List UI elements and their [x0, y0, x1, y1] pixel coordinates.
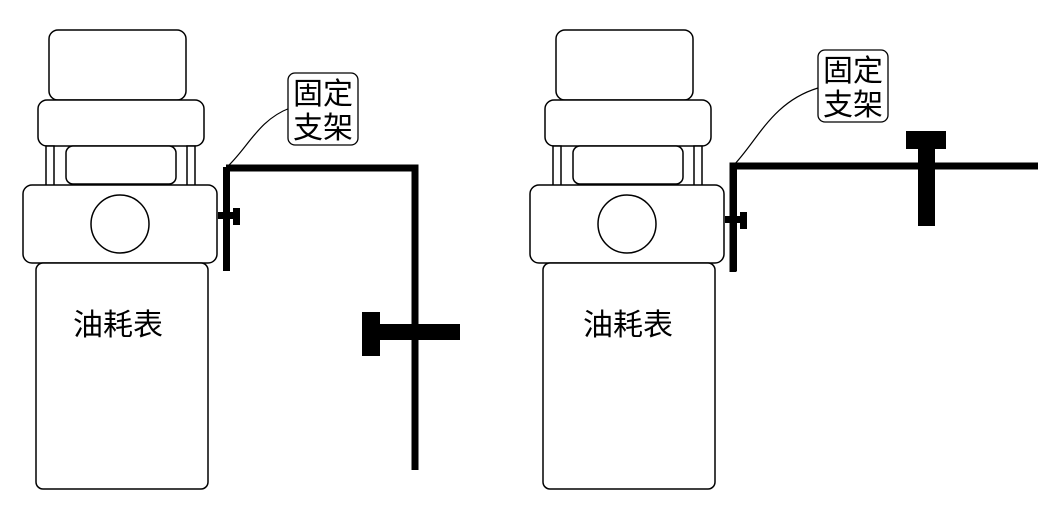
- meter-neck: [572, 145, 684, 185]
- clamp-knob: [362, 312, 380, 356]
- meter-body: [35, 262, 209, 490]
- bracket-screw-head: [233, 208, 240, 225]
- meter-neck: [65, 145, 177, 185]
- meter-label: 油耗表: [73, 308, 163, 343]
- meter-cap: [555, 29, 694, 101]
- meter-cap: [48, 29, 187, 101]
- fixed-bracket-arm: [226, 164, 419, 470]
- callout-label-line1: 固定: [293, 77, 353, 112]
- callout-leader: [225, 107, 291, 169]
- callout-box: [817, 49, 889, 123]
- meter-label: 油耗表: [583, 308, 673, 343]
- meter-collar: [544, 99, 712, 147]
- callout-label-line2: 支架: [823, 88, 883, 123]
- callout-label-line2: 支架: [293, 111, 353, 146]
- bracket-screw: [218, 212, 235, 219]
- callout-leader: [732, 87, 819, 167]
- clamp-stem: [918, 146, 935, 226]
- clamp-knob: [906, 131, 946, 149]
- meter-collar: [37, 99, 205, 147]
- bracket-screw-head: [740, 212, 747, 229]
- clamp-crossbar: [380, 324, 460, 340]
- meter-body: [542, 262, 716, 490]
- callout-box: [287, 72, 359, 146]
- diagram-right: 油耗表 固定 支架: [529, 29, 1038, 490]
- callout-label-line1: 固定: [823, 54, 883, 89]
- sight-glass-circle: [90, 194, 150, 254]
- sight-glass-circle: [597, 194, 657, 254]
- diagram-left: 油耗表 固定 支架: [22, 29, 460, 490]
- fixed-bracket-arm: [729, 162, 1038, 272]
